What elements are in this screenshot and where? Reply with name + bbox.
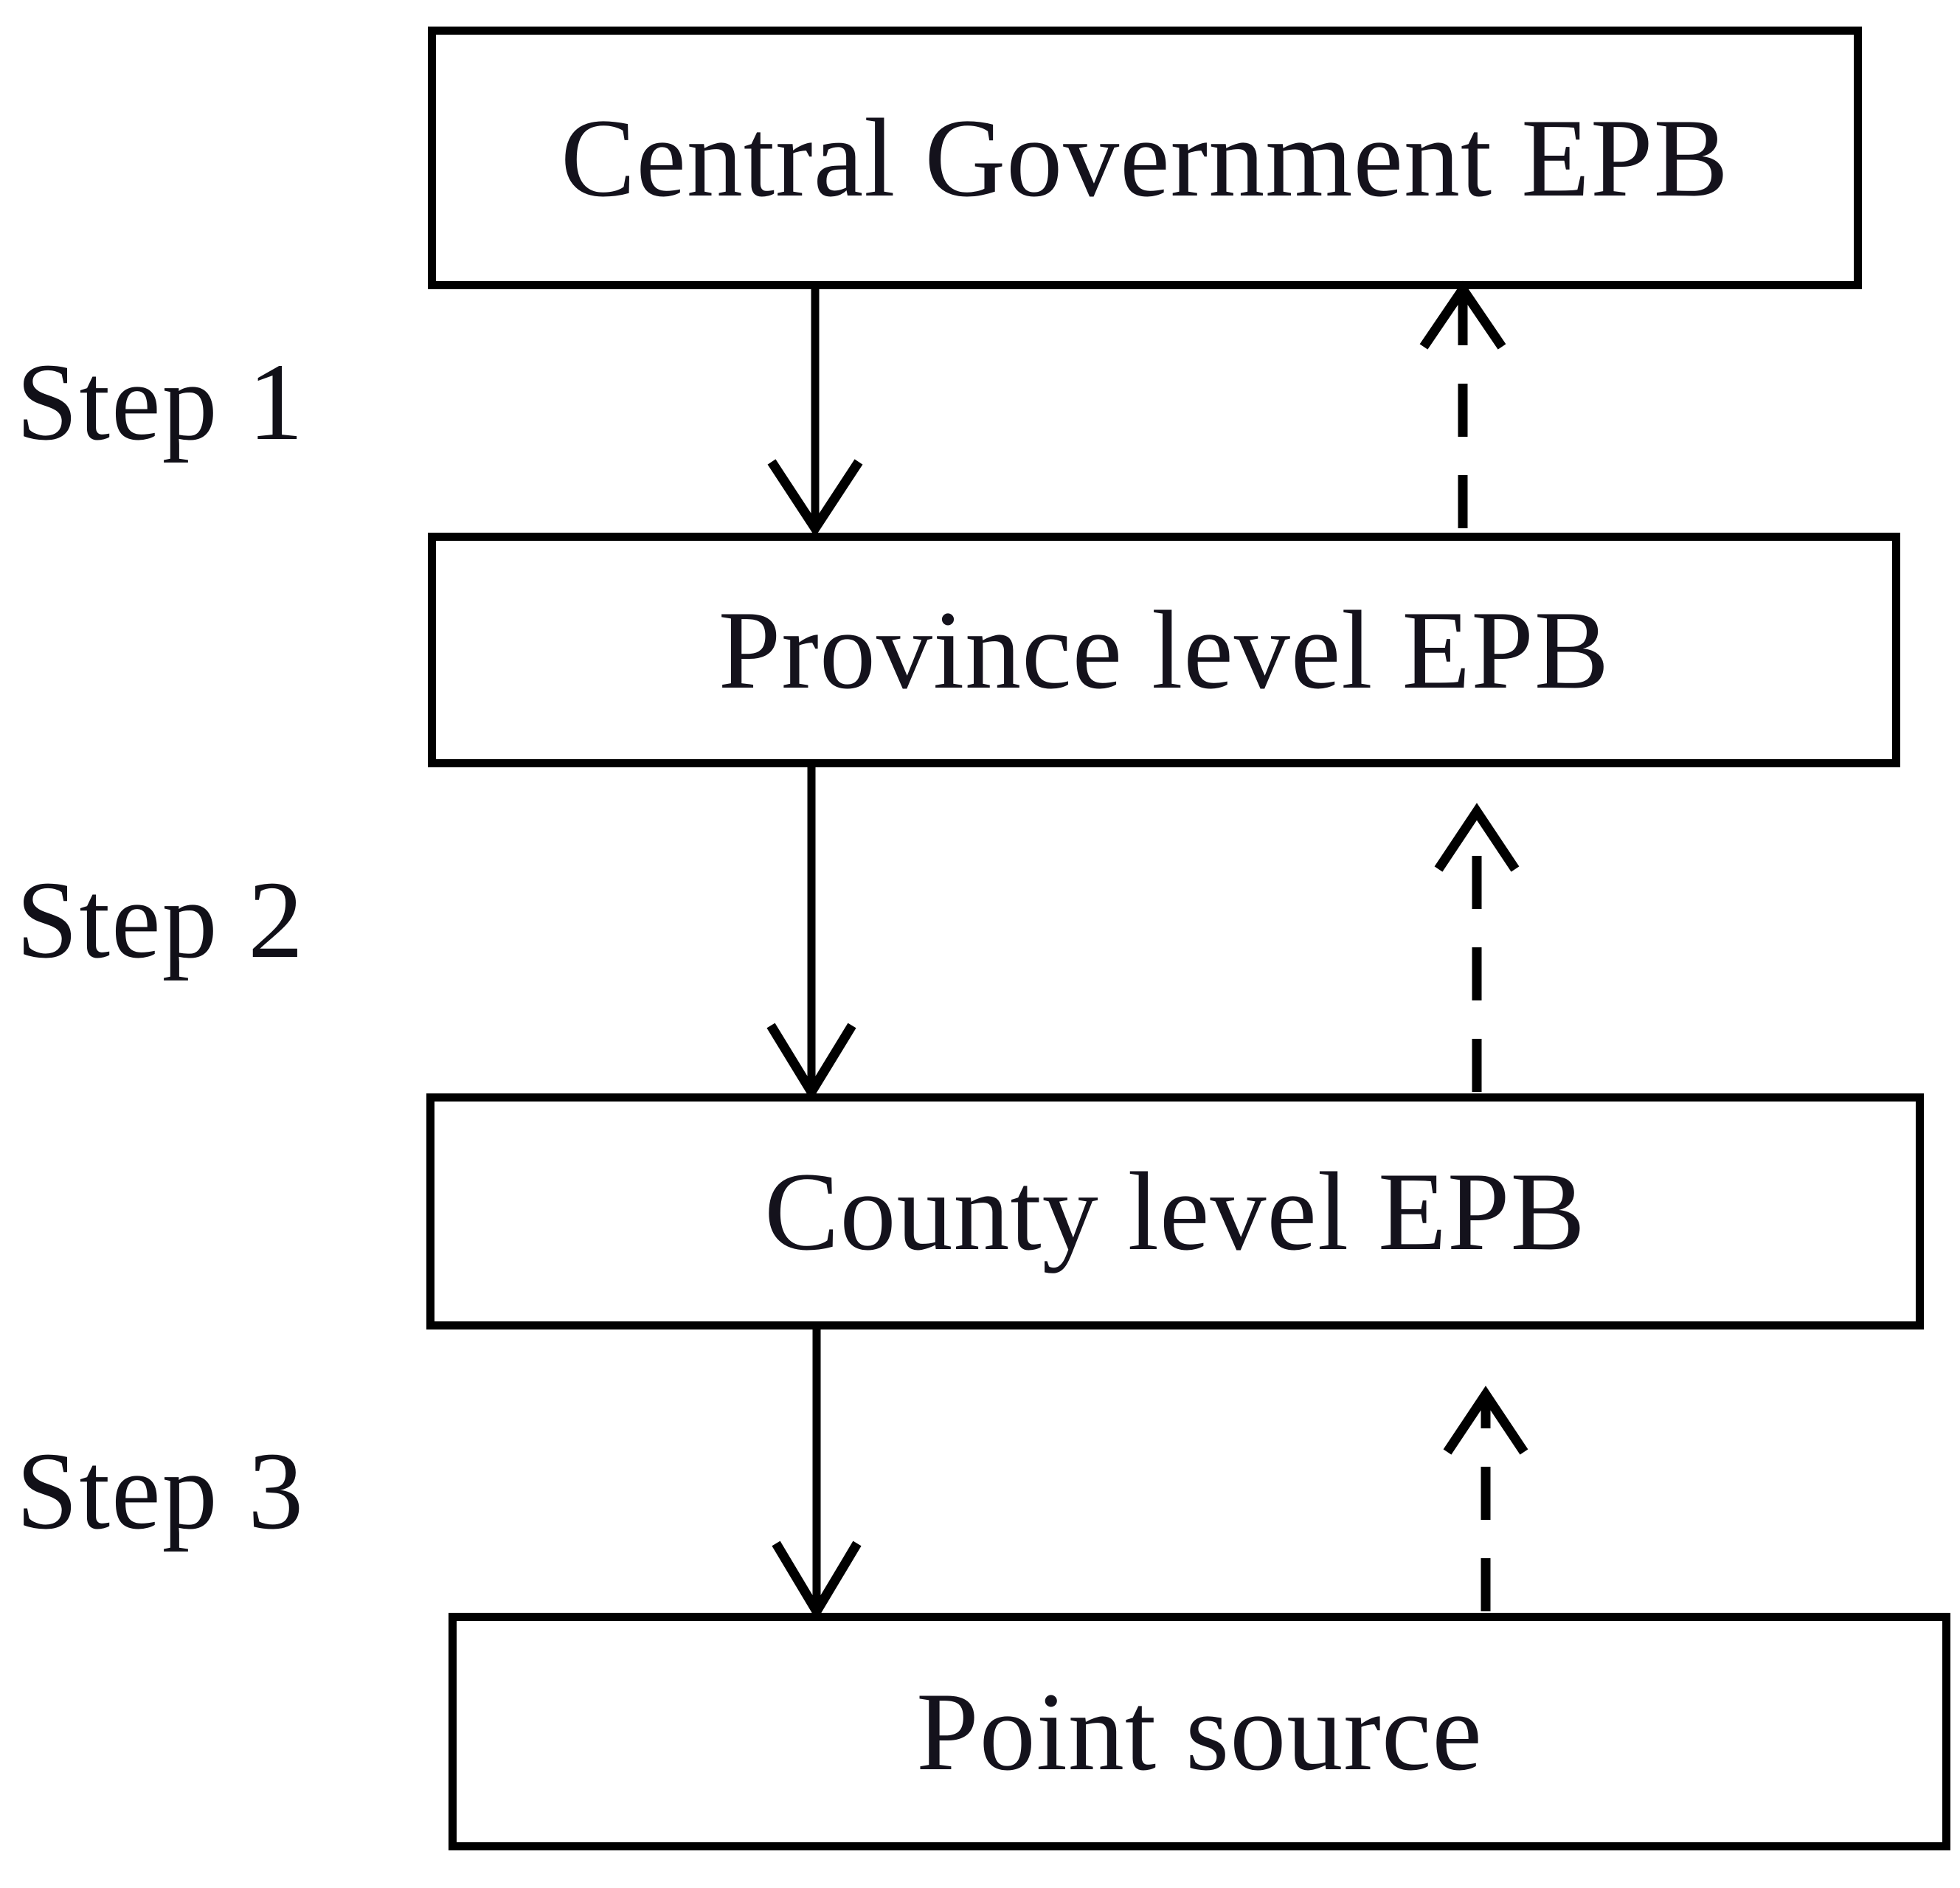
arrow-province-to-county [766,767,856,1102]
node-county-level-epb[interactable]: County level EPB [426,1093,1924,1329]
arrow-province-to-central [1419,280,1506,528]
step-label-1: Step 1 [16,341,305,463]
step-label-2: Step 2 [16,859,305,981]
node-label-county-level-epb: County level EPB [764,1149,1586,1273]
node-province-level-epb[interactable]: Province level EPB [428,533,1900,767]
arrow-county-to-point-source [772,1329,862,1621]
arrow-county-to-province [1434,803,1520,1092]
node-label-central-government-epb: Central Government EPB [561,96,1729,220]
node-central-government-epb[interactable]: Central Government EPB [428,27,1862,289]
node-label-point-source: Point source [916,1670,1483,1794]
node-label-province-level-epb: Province level EPB [718,588,1610,712]
node-point-source[interactable]: Point source [449,1613,1950,1850]
arrow-point-source-to-county [1443,1386,1528,1611]
arrow-central-to-province [767,289,863,537]
step-label-3: Step 3 [16,1430,305,1552]
